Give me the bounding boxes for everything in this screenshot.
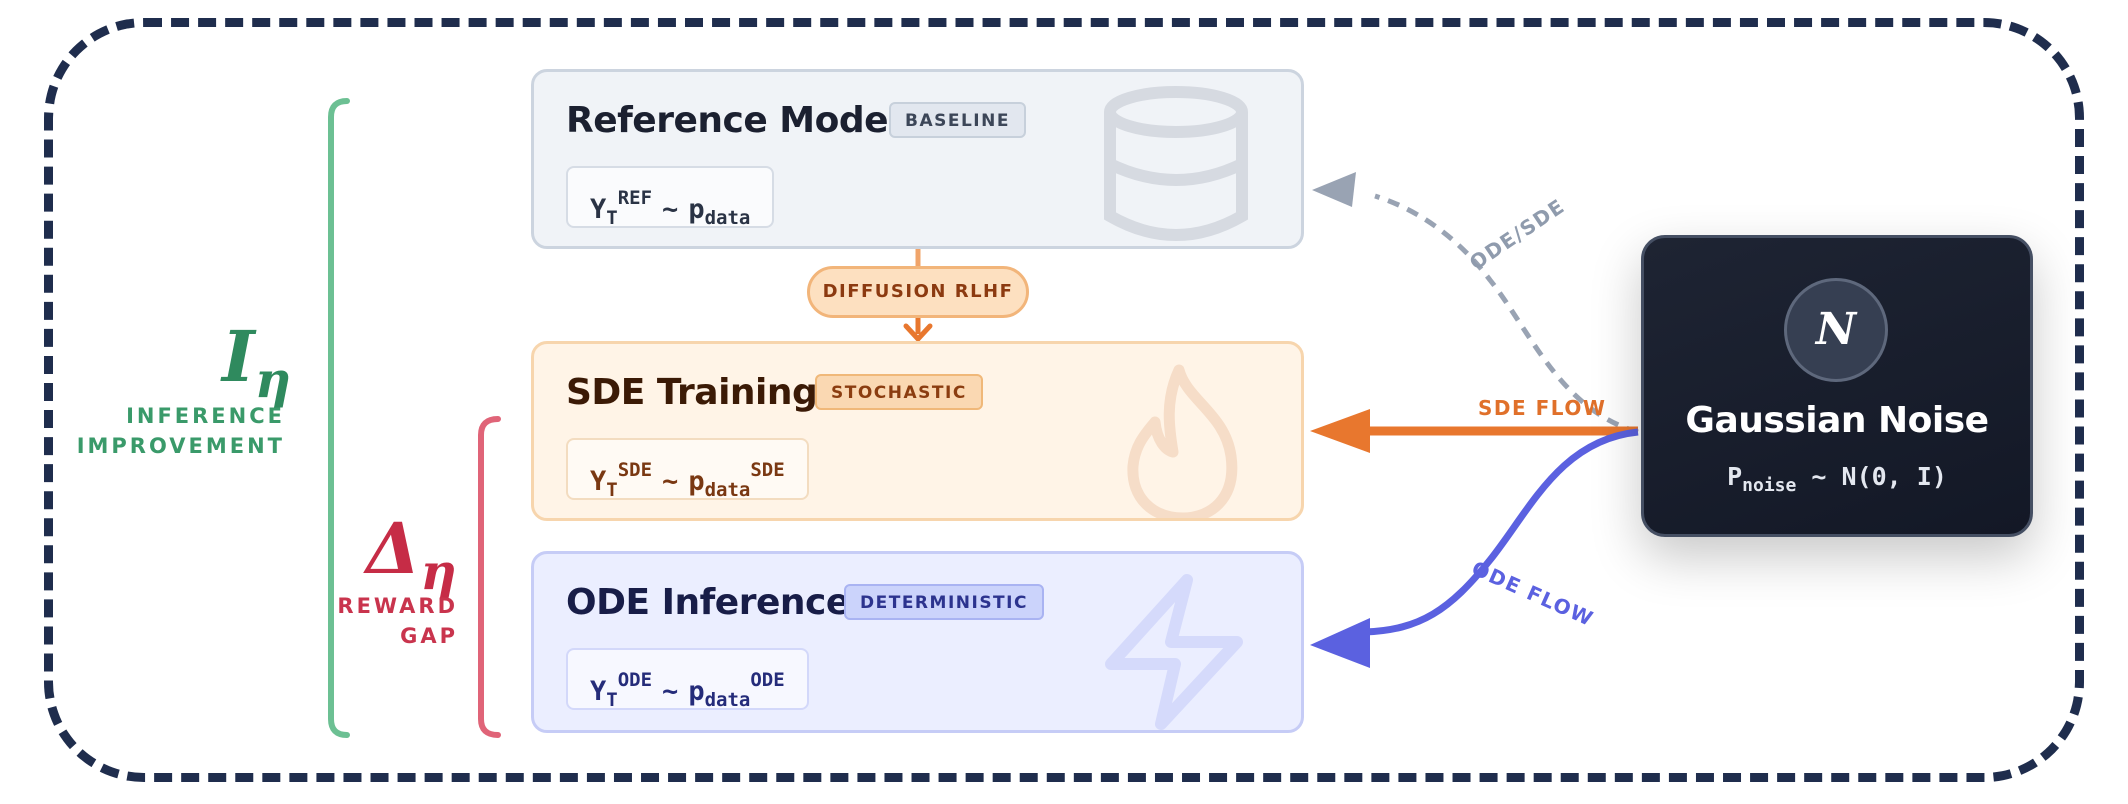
ode-inference-card: ODE Inference DETERMINISTIC YTODE~pdataO… <box>531 551 1304 733</box>
reference-model-card: Reference Model BASELINE YTREF~pdata <box>531 69 1304 249</box>
reward-gap-symbol: Δη <box>366 507 457 601</box>
database-icon <box>1104 86 1248 241</box>
inference-bracket <box>328 98 350 738</box>
reward-gap-bracket <box>478 416 501 738</box>
noise-title: Gaussian Noise <box>1685 400 1989 441</box>
diffusion-rlhf-label: DIFFUSION RLHF <box>807 266 1029 318</box>
deterministic-badge: DETERMINISTIC <box>844 584 1044 620</box>
card-title: ODE Inference <box>566 582 850 623</box>
sde-flow-label: SDE FLOW <box>1478 396 1607 420</box>
ode-formula: YTODE~pdataODE <box>566 648 809 711</box>
gaussian-noise-card: N Gaussian Noise Pnoise ~ N(0, I) <box>1641 235 2033 537</box>
card-title: SDE Training <box>566 372 818 413</box>
ode-sde-arrowhead <box>1312 172 1356 207</box>
flame-icon <box>1127 364 1238 518</box>
lightning-icon <box>1105 574 1243 730</box>
sde-formula: YTSDE~pdataSDE <box>566 438 809 501</box>
ode-flow-arrowhead <box>1310 618 1370 668</box>
baseline-badge: BASELINE <box>889 102 1026 138</box>
inference-improvement-symbol: Iη <box>222 315 292 409</box>
ode-sde-arrow-line <box>1374 193 1639 435</box>
card-title: Reference Model <box>566 100 900 141</box>
sde-flow-arrowhead <box>1310 409 1370 453</box>
stochastic-badge: STOCHASTIC <box>815 374 983 410</box>
sde-training-card: SDE Training STOCHASTIC YTSDE~pdataSDE <box>531 341 1304 521</box>
reference-formula: YTREF~pdata <box>566 166 775 229</box>
outer-dashed-frame <box>44 18 2084 782</box>
noise-n-icon: N <box>1784 278 1888 382</box>
ode-flow-arrow-line <box>1364 428 1639 636</box>
rlhf-arrowhead <box>903 323 933 342</box>
noise-formula: Pnoise ~ N(0, I) <box>1727 462 1947 496</box>
